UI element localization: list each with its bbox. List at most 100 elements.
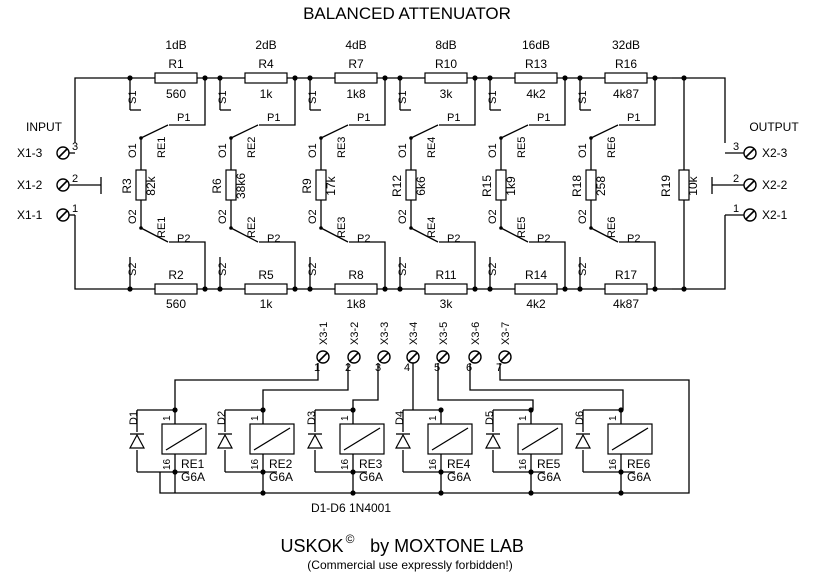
common-wire-7 bbox=[159, 363, 690, 494]
p2-wire bbox=[169, 241, 206, 289]
input-pin-number: 1 bbox=[72, 203, 78, 215]
input-bottom-wire bbox=[74, 215, 130, 290]
contact-s2-label: S2 bbox=[307, 263, 319, 276]
shunt-value: 82k bbox=[144, 175, 158, 195]
contact-p1-label: P1 bbox=[357, 112, 370, 124]
resistor-ref: R8 bbox=[348, 268, 364, 282]
input-top-wire bbox=[74, 77, 130, 143]
junction-dot bbox=[127, 286, 133, 292]
contact-o1-label: O1 bbox=[577, 143, 589, 158]
stage-db-label: 32dB bbox=[612, 38, 640, 52]
p2-wire bbox=[259, 241, 296, 289]
terminal-slash bbox=[745, 210, 755, 220]
junction-dot bbox=[350, 407, 356, 413]
resistor-ref: R10 bbox=[435, 57, 457, 71]
input-terminal-icon bbox=[56, 146, 70, 160]
contact-s1-label: S1 bbox=[577, 91, 589, 104]
junction-dot bbox=[397, 75, 403, 81]
coil-relay-ref: RE4 bbox=[447, 457, 471, 471]
relay-contact-label: RE6 bbox=[606, 217, 618, 238]
junction-dot bbox=[562, 286, 568, 292]
shunt-value: 1k9 bbox=[504, 176, 518, 196]
input-pin-name: X1-2 bbox=[17, 178, 43, 192]
diode-d5-icon bbox=[484, 433, 502, 449]
terminal-slash bbox=[318, 352, 328, 362]
junction-dot bbox=[528, 469, 534, 475]
contact-s1-label: S1 bbox=[397, 91, 409, 104]
output-pin-name: X2-2 bbox=[762, 178, 788, 192]
p2-wire bbox=[439, 241, 476, 289]
resistor-value: 560 bbox=[166, 87, 186, 101]
resistor-r12 bbox=[405, 169, 417, 201]
contact-p2-label: P2 bbox=[447, 233, 460, 245]
shunt-ref: R15 bbox=[480, 175, 494, 197]
resistor-ref: R1 bbox=[168, 57, 184, 71]
junction-dot bbox=[618, 407, 624, 413]
coil-relay-type: G6A bbox=[537, 470, 561, 484]
switch-pivot bbox=[589, 136, 593, 140]
diode-d4-icon bbox=[394, 433, 412, 449]
junction-dot bbox=[681, 75, 687, 81]
coil-pin-bottom: 16 bbox=[608, 458, 619, 470]
contact-o2-label: O2 bbox=[217, 209, 229, 224]
junction-dot bbox=[528, 490, 534, 496]
control-terminal-icon bbox=[347, 350, 361, 364]
resistor-r16 bbox=[604, 72, 648, 84]
junction-dot bbox=[350, 490, 356, 496]
switch-arm bbox=[140, 227, 169, 243]
control-pin-number: 2 bbox=[345, 362, 351, 374]
contact-p1-label: P1 bbox=[447, 112, 460, 124]
diode-ref: D6 bbox=[574, 411, 586, 425]
control-pin-number: 6 bbox=[466, 362, 472, 374]
junction-dot bbox=[350, 469, 356, 475]
terminal-slash bbox=[745, 148, 755, 158]
control-pin-name: X3-1 bbox=[318, 322, 330, 345]
switch-pivot bbox=[229, 136, 233, 140]
switch-arm bbox=[590, 124, 619, 139]
junction-dot bbox=[652, 75, 658, 81]
relay-contact-label: RE2 bbox=[246, 137, 258, 158]
switch-pivot bbox=[139, 226, 143, 230]
junction-dot bbox=[260, 407, 266, 413]
switch-arm bbox=[140, 124, 169, 139]
output-pin-name: X2-3 bbox=[762, 146, 788, 160]
coil-slash bbox=[253, 427, 291, 451]
switch-pivot bbox=[499, 226, 503, 230]
output-pin-number: 1 bbox=[733, 203, 739, 215]
relay-contact-label: RE4 bbox=[426, 137, 438, 158]
terminal-slash bbox=[438, 352, 448, 362]
shunt-ref: R18 bbox=[570, 175, 584, 197]
coil-relay-ref: RE6 bbox=[627, 457, 651, 471]
p1-wire bbox=[349, 78, 386, 126]
resistor-r13 bbox=[514, 72, 558, 84]
control-terminal-icon bbox=[436, 350, 450, 364]
junction-dot bbox=[618, 490, 624, 496]
resistor-r3 bbox=[135, 169, 147, 201]
contact-p1-label: P1 bbox=[537, 112, 550, 124]
switch-pivot bbox=[409, 226, 413, 230]
junction-dot bbox=[307, 75, 313, 81]
contact-o1-label: O1 bbox=[397, 143, 409, 158]
switch-pivot bbox=[499, 136, 503, 140]
resistor-r5 bbox=[244, 283, 288, 295]
control-terminal-icon bbox=[406, 350, 420, 364]
coil-relay-type: G6A bbox=[269, 470, 293, 484]
resistor-r6 bbox=[225, 169, 237, 201]
shunt-ref: R9 bbox=[300, 178, 314, 194]
resistor-value: 560 bbox=[166, 297, 186, 311]
resistor-value: 1k8 bbox=[346, 297, 366, 311]
contact-s2-label: S2 bbox=[487, 263, 499, 276]
diode-ref: D5 bbox=[484, 411, 496, 425]
resistor-r1 bbox=[154, 72, 198, 84]
control-pin-number: 7 bbox=[496, 362, 502, 374]
diode-ref: D3 bbox=[306, 411, 318, 425]
junction-dot bbox=[292, 75, 298, 81]
junction-dot bbox=[382, 75, 388, 81]
output-label: OUTPUT bbox=[749, 120, 799, 134]
control-terminal-icon bbox=[377, 350, 391, 364]
control-wire-6 bbox=[469, 363, 624, 410]
p1-wire bbox=[259, 78, 296, 126]
output-terminal-icon bbox=[743, 178, 757, 192]
switch-pivot bbox=[319, 226, 323, 230]
